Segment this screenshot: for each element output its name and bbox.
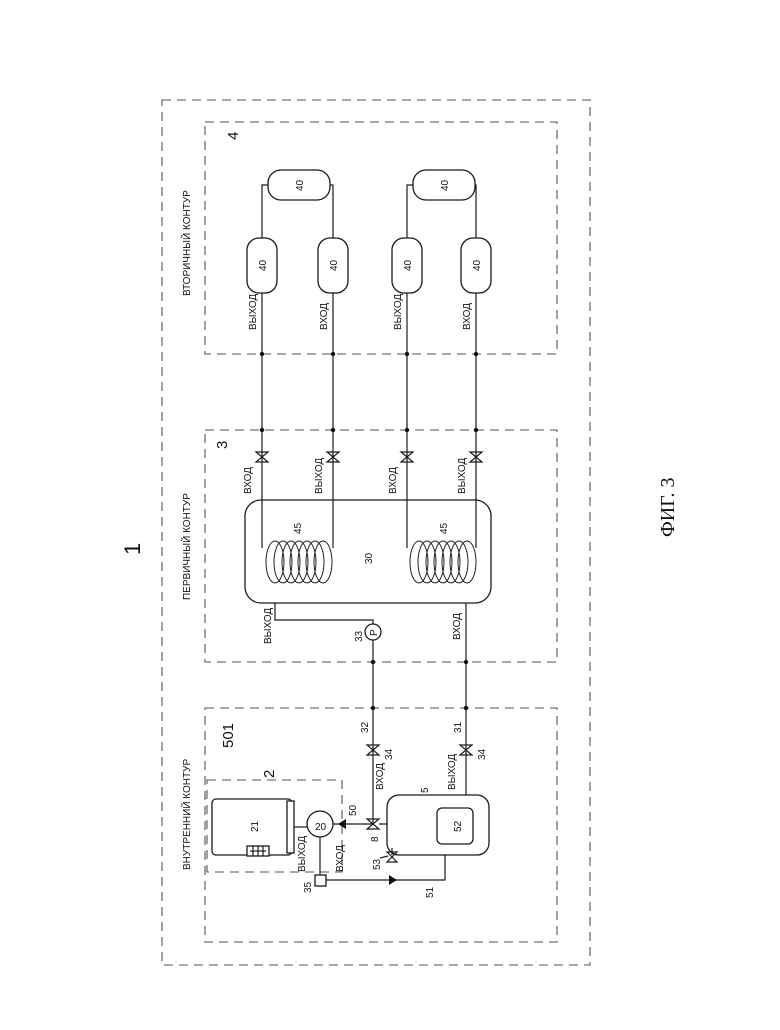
svg-text:40: 40: [403, 259, 414, 271]
primary-circuit-number: 3: [214, 441, 231, 449]
svg-text:40: 40: [472, 259, 483, 271]
circulation-pump-33: P: [365, 624, 381, 640]
item-number-51: 51: [425, 886, 436, 898]
svg-text:45: 45: [439, 522, 450, 534]
internal-circuit-title: ВНУТРЕННИЙ КОНТУР: [180, 759, 193, 870]
heat-consumer-40-top-right: 40: [413, 170, 475, 200]
vessel-5: 52: [387, 795, 489, 855]
item-number-53: 53: [372, 858, 383, 870]
burner-20: 20: [307, 811, 333, 837]
valve-number-34-right: 34: [477, 748, 488, 760]
line-number-32: 32: [360, 721, 371, 733]
boiler-21: 21: [212, 799, 307, 856]
figure-caption: ФИГ. 3: [657, 477, 679, 537]
line-number-31: 31: [453, 721, 464, 733]
svg-text:40: 40: [258, 259, 269, 271]
svg-text:21: 21: [250, 820, 261, 832]
svg-text:20: 20: [315, 822, 327, 833]
heat-consumer-40-d: 40: [461, 238, 491, 293]
heat-consumer-40-c: 40: [392, 238, 422, 293]
label-vykhod-pri-2: ВЫХОД: [314, 458, 325, 494]
component-35: [315, 875, 326, 886]
valve-number-34-left: 34: [384, 748, 395, 760]
vessel-number-5: 5: [420, 787, 431, 793]
heat-consumer-40-top-left: 40: [268, 170, 330, 200]
storage-tank-30: 30: [245, 500, 491, 603]
label-vkhod-pri-3: ВХОД: [388, 467, 399, 494]
heat-consumer-40-a: 40: [247, 238, 277, 293]
label-vykhod-pri-4: ВЫХОД: [457, 458, 468, 494]
label-vkhod-pri-1: ВХОД: [243, 467, 254, 494]
item-number-8: 8: [370, 836, 381, 842]
label-vkhod-burner: ВХОД: [335, 845, 346, 872]
label-vkhod-sec-2: ВХОД: [319, 303, 330, 330]
label-vykhod-tank: ВЫХОД: [263, 608, 274, 644]
primary-circuit-title: ПЕРВИЧНЫЙ КОНТУР: [180, 493, 193, 600]
label-vkhod-int: ВХОД: [375, 763, 386, 790]
svg-text:40: 40: [295, 179, 306, 191]
label-vykhod-sec-3: ВЫХОД: [393, 294, 404, 330]
label-vykhod-burner: ВЫХОД: [297, 836, 308, 872]
svg-text:45: 45: [293, 522, 304, 534]
secondary-circuit-number: 4: [225, 132, 242, 140]
svg-text:40: 40: [440, 179, 451, 191]
item-number-50: 50: [348, 804, 359, 816]
internal-circuit-number: 501: [220, 723, 237, 748]
label-vkhod-tank: ВХОД: [452, 613, 463, 640]
item-number-35: 35: [303, 881, 314, 893]
svg-text:30: 30: [364, 552, 375, 564]
svg-text:40: 40: [329, 259, 340, 271]
svg-text:P: P: [369, 629, 380, 636]
svg-text:52: 52: [453, 820, 464, 832]
label-vkhod-sec-4: ВХОД: [462, 303, 473, 330]
system-number: 1: [120, 543, 145, 555]
label-vykhod-int: ВЫХОД: [447, 754, 458, 790]
pump-number-33: 33: [354, 630, 365, 642]
unit-number: 2: [261, 770, 278, 778]
heat-consumer-40-b: 40: [318, 238, 348, 293]
label-vykhod-sec-1: ВЫХОД: [248, 294, 259, 330]
secondary-circuit-title: ВТОРИЧНЫЙ КОНТУР: [180, 190, 193, 296]
